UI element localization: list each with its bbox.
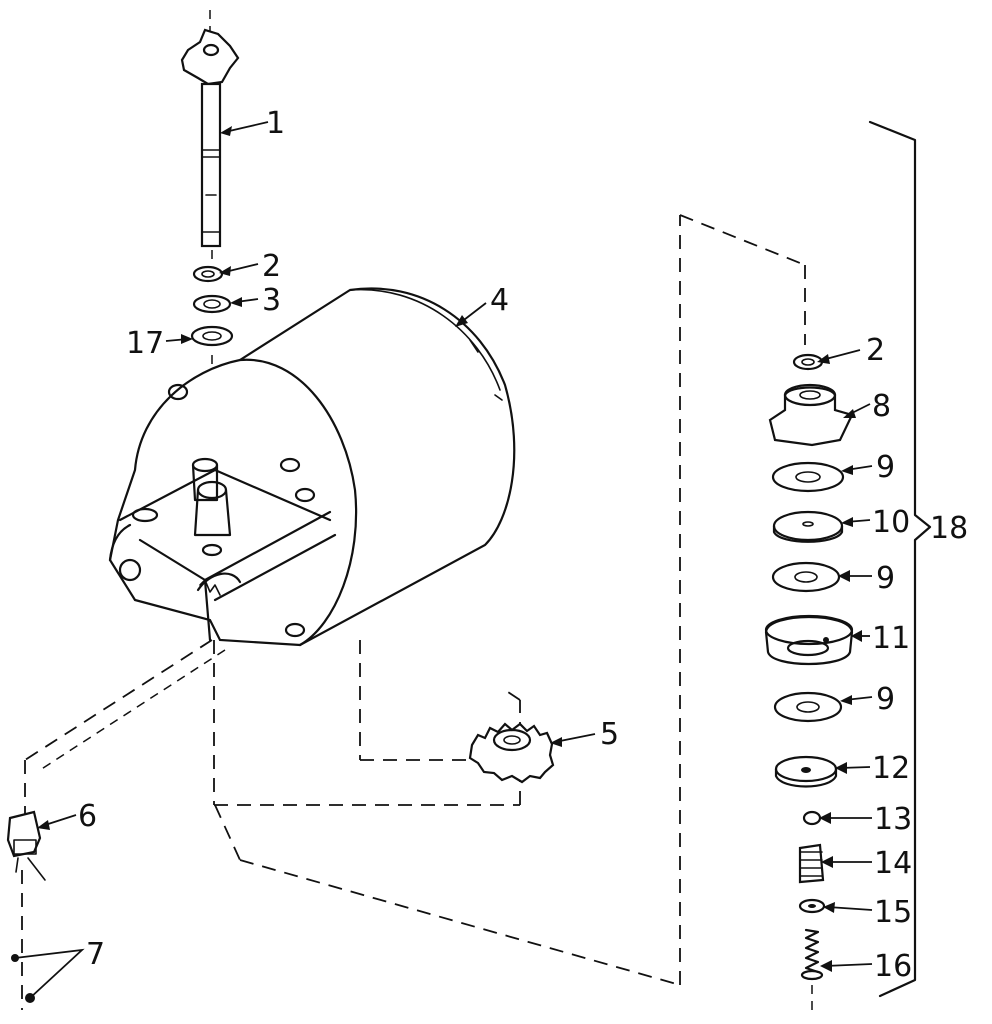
- part-1-knob-shaft: [180, 28, 240, 248]
- callout-9-upper: 9: [876, 450, 895, 485]
- nut-icon: [802, 810, 822, 826]
- assembly-bracket-icon: [868, 120, 932, 998]
- gear-icon: [468, 722, 555, 784]
- washer-icon: [192, 294, 232, 314]
- part-4-housing: [108, 287, 516, 647]
- part-17-washer: [190, 325, 234, 347]
- callout-17: 17: [126, 326, 164, 361]
- callout-13: 13: [874, 802, 912, 837]
- housing-icon: [108, 287, 516, 647]
- callout-1: 1: [266, 106, 285, 141]
- washer-icon: [798, 898, 826, 914]
- callout-4: 4: [490, 283, 509, 318]
- callout-7: 7: [86, 937, 105, 972]
- callout-10: 10: [872, 505, 910, 540]
- callout-2: 2: [262, 249, 281, 284]
- part-2-clip: [192, 265, 224, 283]
- part-9a-washer: [771, 461, 845, 493]
- hub-icon: [768, 386, 854, 447]
- washer-icon: [771, 561, 841, 593]
- part-16-spring: [800, 928, 824, 981]
- retaining-clip-icon: [192, 265, 224, 283]
- callout-18: 18: [930, 511, 968, 546]
- callout-5: 5: [600, 717, 619, 752]
- washer-icon: [190, 325, 234, 347]
- assembly-guide-lines: [21, 10, 813, 1010]
- part-9b-washer: [771, 561, 841, 593]
- switch-icon: [6, 810, 42, 858]
- part-13-nut: [802, 810, 822, 826]
- washer-icon: [773, 691, 843, 723]
- washer-icon: [771, 461, 845, 493]
- callout-12: 12: [872, 751, 910, 786]
- part-8-hub: [768, 383, 854, 447]
- spring-icon: [798, 843, 825, 884]
- leader-lines: [14, 121, 873, 999]
- spring-icon: [804, 928, 820, 974]
- callout-9-lower: 9: [876, 682, 895, 717]
- callout-2-right: 2: [866, 333, 885, 368]
- knob-icon: [180, 28, 240, 86]
- callout-9-middle: 9: [876, 561, 895, 596]
- part-5-gear: [468, 722, 555, 784]
- callout-14: 14: [874, 846, 912, 881]
- callout-labels: 1 2 3 17 4 5 6 7 2 8 9 10 9 11 9 12 13 1…: [78, 106, 968, 984]
- part-10-disc: [772, 510, 844, 543]
- shaft-icon: [200, 82, 222, 248]
- callout-8: 8: [872, 389, 891, 424]
- part-11-cup: [764, 614, 854, 666]
- part-14-spring: [798, 843, 825, 884]
- callout-11: 11: [872, 621, 910, 656]
- callout-6: 6: [78, 799, 97, 834]
- callout-3: 3: [262, 283, 281, 318]
- part-6-switch: [6, 810, 46, 881]
- callout-16: 16: [874, 949, 912, 984]
- part-3-washer: [192, 294, 232, 314]
- part-9c-washer: [773, 691, 843, 723]
- callout-15: 15: [874, 895, 912, 930]
- part-12-disc: [774, 755, 838, 788]
- part-15-washer: [798, 898, 826, 914]
